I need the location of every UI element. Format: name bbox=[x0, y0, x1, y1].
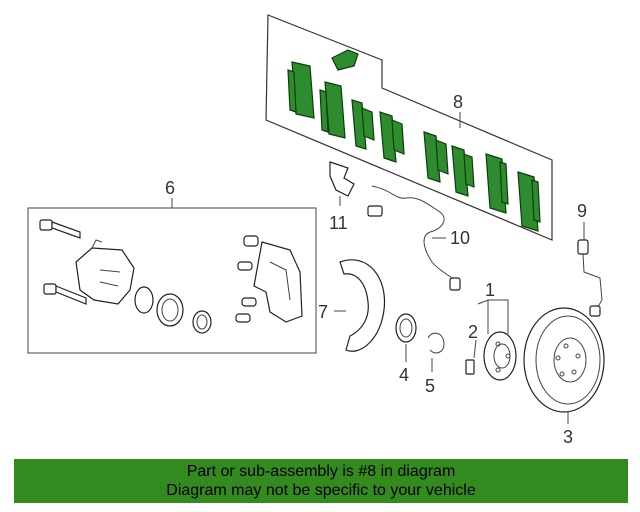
callout-6: 6 bbox=[165, 178, 175, 198]
callout-9: 9 bbox=[577, 201, 587, 221]
callout-5: 5 bbox=[425, 376, 435, 396]
caliper-body[interactable] bbox=[75, 247, 135, 305]
callout-10: 10 bbox=[450, 228, 470, 248]
dust-seal[interactable] bbox=[156, 293, 184, 327]
caliper-assembly-group[interactable] bbox=[27, 198, 317, 354]
callout-11: 11 bbox=[329, 213, 348, 233]
abs-sensor-10[interactable] bbox=[367, 185, 461, 291]
pad-shim-4[interactable] bbox=[451, 145, 475, 197]
pad-clip[interactable] bbox=[331, 49, 359, 71]
pad-shim-2[interactable] bbox=[379, 111, 405, 163]
caliper-bracket[interactable] bbox=[253, 241, 303, 323]
callout-3: 3 bbox=[563, 427, 573, 447]
slide-pin-upper[interactable] bbox=[237, 235, 259, 271]
callout-2: 2 bbox=[468, 322, 478, 342]
parts-diagram: 8 6 11 bbox=[27, 14, 605, 447]
callout-1: 1 bbox=[485, 280, 495, 300]
callout-4: 4 bbox=[399, 365, 409, 385]
pad-shim-1[interactable] bbox=[351, 99, 375, 150]
info-banner: Part or sub-assembly is #8 in diagram Di… bbox=[14, 459, 628, 503]
caliper-bolt-upper[interactable] bbox=[39, 219, 81, 239]
caliper-bolt-lower[interactable] bbox=[43, 283, 87, 305]
pad-shim-3[interactable] bbox=[423, 131, 449, 183]
splash-shield-7[interactable] bbox=[334, 259, 386, 352]
wheel-hub-1[interactable] bbox=[477, 299, 517, 381]
wheel-bearing-4[interactable] bbox=[395, 313, 417, 362]
wheel-stud-2[interactable] bbox=[465, 339, 477, 375]
snap-ring-5[interactable] bbox=[427, 332, 445, 372]
brake-rotor-3[interactable] bbox=[523, 307, 605, 424]
banner-line-2: Diagram may not be specific to your vehi… bbox=[166, 482, 476, 499]
slide-pin-lower[interactable] bbox=[235, 297, 257, 323]
callout-8: 8 bbox=[453, 92, 463, 112]
brake-pad-3[interactable] bbox=[485, 153, 509, 214]
brake-pad-2[interactable] bbox=[319, 81, 346, 139]
banner-line-1: Part or sub-assembly is #8 in diagram bbox=[186, 463, 456, 480]
callout-7: 7 bbox=[318, 302, 328, 322]
brake-pad-1[interactable] bbox=[287, 61, 315, 119]
brake-pad-kit-group[interactable] bbox=[265, 14, 553, 241]
piston-seal[interactable] bbox=[134, 286, 154, 314]
caliper-piston[interactable] bbox=[192, 310, 212, 334]
wear-indicator-11[interactable] bbox=[329, 161, 355, 206]
brake-hose-9[interactable] bbox=[577, 222, 603, 317]
brake-pad-4[interactable] bbox=[517, 171, 541, 232]
